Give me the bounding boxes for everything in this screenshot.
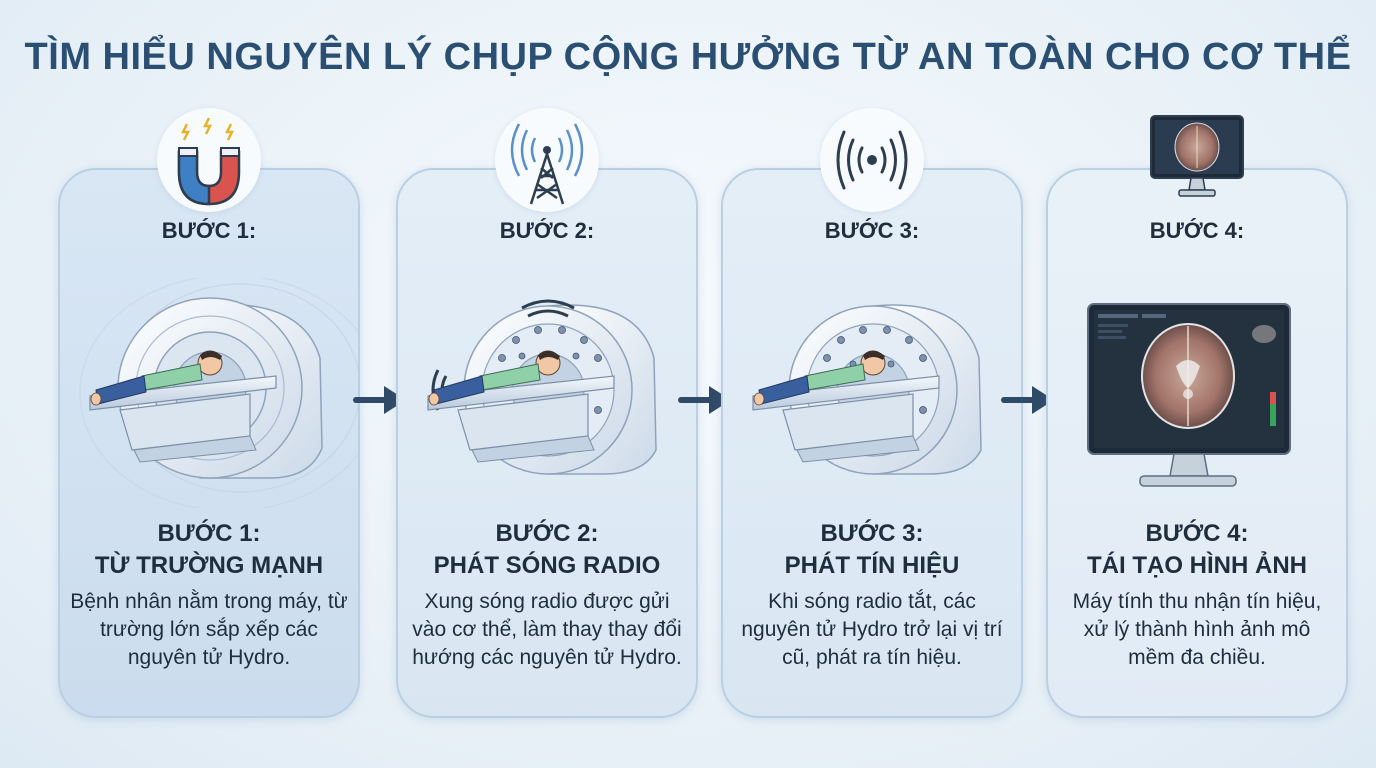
step-description: Khi sóng radio tắt, các nguyên tử Hydro … [741, 590, 1003, 669]
mri-scanner-magnetic-field-illustration [79, 278, 358, 508]
step-heading-line2: TÁI TẠO HÌNH ẢNH [1087, 552, 1307, 579]
step-heading-line2: TỪ TRƯỜNG MẠNH [94, 552, 324, 579]
magnet-icon [177, 117, 241, 206]
step-heading-line2: PHÁT SÓNG RADIO [433, 552, 661, 579]
step-card-4: BƯỚC 4: BƯỚC 4: TÁI TẠO HÌNH ẢNH Máy tín… [1046, 115, 1348, 718]
step-label: BƯỚC 2: [499, 218, 595, 243]
step-heading: BƯỚC 4: TÁI TẠO HÌNH ẢNH [1048, 518, 1346, 582]
step-card-1: BƯỚC 1: BƯỚC 1: TỪ TRƯỜNG MẠNH Bệnh nhân… [58, 108, 360, 718]
arrow-right-icon [353, 386, 406, 414]
radio-tower-icon [510, 123, 584, 205]
mri-scanner-radio-wave-illustration [427, 299, 657, 475]
step-heading: BƯỚC 3: PHÁT TÍN HIỆU [723, 518, 1021, 582]
step-label: BƯỚC 4: [1149, 218, 1245, 243]
step-heading-line1: BƯỚC 4: [1145, 520, 1249, 547]
arrow-right-icon [678, 386, 731, 414]
badge-step-3 [820, 108, 924, 212]
mri-scanner-signal-illustration [752, 304, 982, 475]
step-label: BƯỚC 1: [161, 218, 257, 243]
arrow-right-icon [1001, 386, 1054, 414]
step-description: Xung sóng radio được gửi vào cơ thể, làm… [412, 590, 682, 669]
step-heading-line1: BƯỚC 3: [820, 520, 924, 547]
step-heading: BƯỚC 2: PHÁT SÓNG RADIO [398, 518, 696, 582]
step-card-3: BƯỚC 3: BƯỚC 3: PHÁT TÍN HIỆU Khi sóng r… [721, 108, 1023, 718]
badge-step-4 [1145, 108, 1249, 212]
computer-monitor-brain-scan-illustration [1087, 303, 1291, 487]
step-description: Máy tính thu nhận tín hiệu, xử lý thành … [1072, 590, 1322, 669]
step-heading: BƯỚC 1: TỪ TRƯỜNG MẠNH [60, 518, 358, 582]
step-heading-line1: BƯỚC 1: [157, 520, 261, 547]
step-label: BƯỚC 3: [824, 218, 920, 243]
step-card-2: BƯỚC 2: BƯỚC 2: PHÁT SÓNG RADIO Xung són… [396, 108, 698, 718]
monitor-icon [1150, 115, 1244, 197]
step-description: Bệnh nhân nằm trong máy, từ trường lớn s… [70, 590, 348, 669]
badge-step-1 [157, 108, 261, 212]
page-title: TÌM HIỂU NGUYÊN LÝ CHỤP CỘNG HƯỞNG TỪ AN… [24, 36, 1352, 78]
signal-waves-icon [836, 130, 908, 190]
badge-step-2 [495, 108, 599, 212]
step-heading-line2: PHÁT TÍN HIỆU [784, 552, 960, 579]
step-heading-line1: BƯỚC 2: [495, 520, 599, 547]
